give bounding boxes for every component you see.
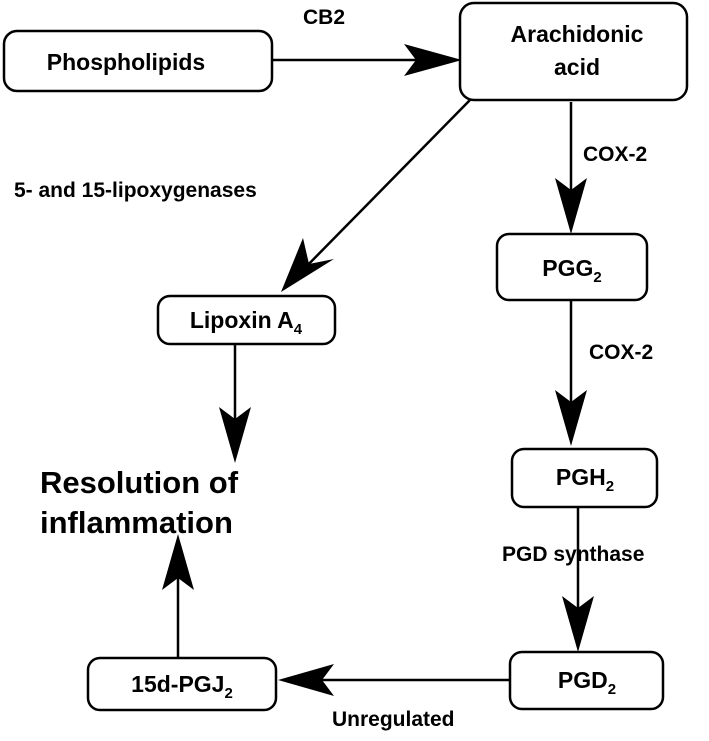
arrowhead-to-resolution [219, 407, 251, 463]
node-arachidonic-line2: acid [554, 54, 600, 80]
node-15d-pgj2: 15d-PGJ2 [86, 656, 278, 712]
node-pgj2-base: 15d-PGJ [131, 671, 224, 697]
node-phospholipids: Phospholipids [2, 29, 274, 93]
node-arachidonic-line1: Arachidonic [511, 21, 644, 47]
node-pgg2-base: PGG [542, 255, 593, 281]
arrowhead-to-pgg2 [555, 178, 587, 234]
node-phospholipids-label: Phospholipids [47, 49, 205, 75]
edge-arachidonic-to-lipoxin [297, 99, 471, 276]
node-lipoxin-subscript: 4 [294, 321, 303, 338]
node-pgg2-label: PGG2 [542, 255, 601, 286]
arrowhead-to-lipoxin [281, 238, 334, 292]
node-resolution-line2: inflammation [40, 505, 233, 540]
node-pgd2-base: PGD [558, 667, 608, 693]
edge-label-cox2-first: COX-2 [583, 143, 647, 166]
node-pgd2: PGD2 [508, 650, 665, 711]
edge-label-cox2-second: COX-2 [589, 341, 653, 364]
node-pgh2-base: PGH [556, 464, 606, 490]
node-lipoxin-a4: Lipoxin A4 [156, 294, 337, 346]
node-pgj2-label: 15d-PGJ2 [131, 671, 233, 702]
arrowhead-from-pgj2-to-resolution [162, 534, 194, 590]
node-arachidonic-acid: Arachidonic acid [458, 1, 689, 102]
node-resolution-line1: Resolution of [40, 465, 239, 500]
edge-label-pgd-synthase: PGD synthase [502, 543, 644, 566]
edge-label-lipoxygenases: 5- and 15-lipoxygenases [14, 179, 257, 202]
node-pgg2: PGG2 [495, 232, 649, 302]
edge-label-unregulated: Unregulated [332, 708, 455, 731]
arrowhead-to-pgj2 [278, 664, 334, 696]
node-pgh2: PGH2 [510, 447, 659, 509]
node-lipoxin-base: Lipoxin A [190, 307, 294, 333]
arrowhead-to-pgd2 [562, 596, 594, 652]
arrowhead-to-arachidonic [404, 44, 462, 76]
node-pgh2-label: PGH2 [556, 464, 614, 495]
node-pgg2-subscript: 2 [593, 269, 601, 286]
node-resolution-of-inflammation: Resolution of inflammation [40, 465, 239, 540]
node-pgd2-subscript: 2 [608, 681, 616, 698]
node-pgd2-label: PGD2 [558, 667, 616, 698]
edge-label-cb2: CB2 [303, 6, 345, 29]
node-lipoxin-label: Lipoxin A4 [190, 307, 303, 338]
node-pgh2-subscript: 2 [606, 478, 614, 495]
arrowhead-to-pgh2 [555, 390, 587, 446]
node-pgj2-subscript: 2 [224, 685, 232, 702]
